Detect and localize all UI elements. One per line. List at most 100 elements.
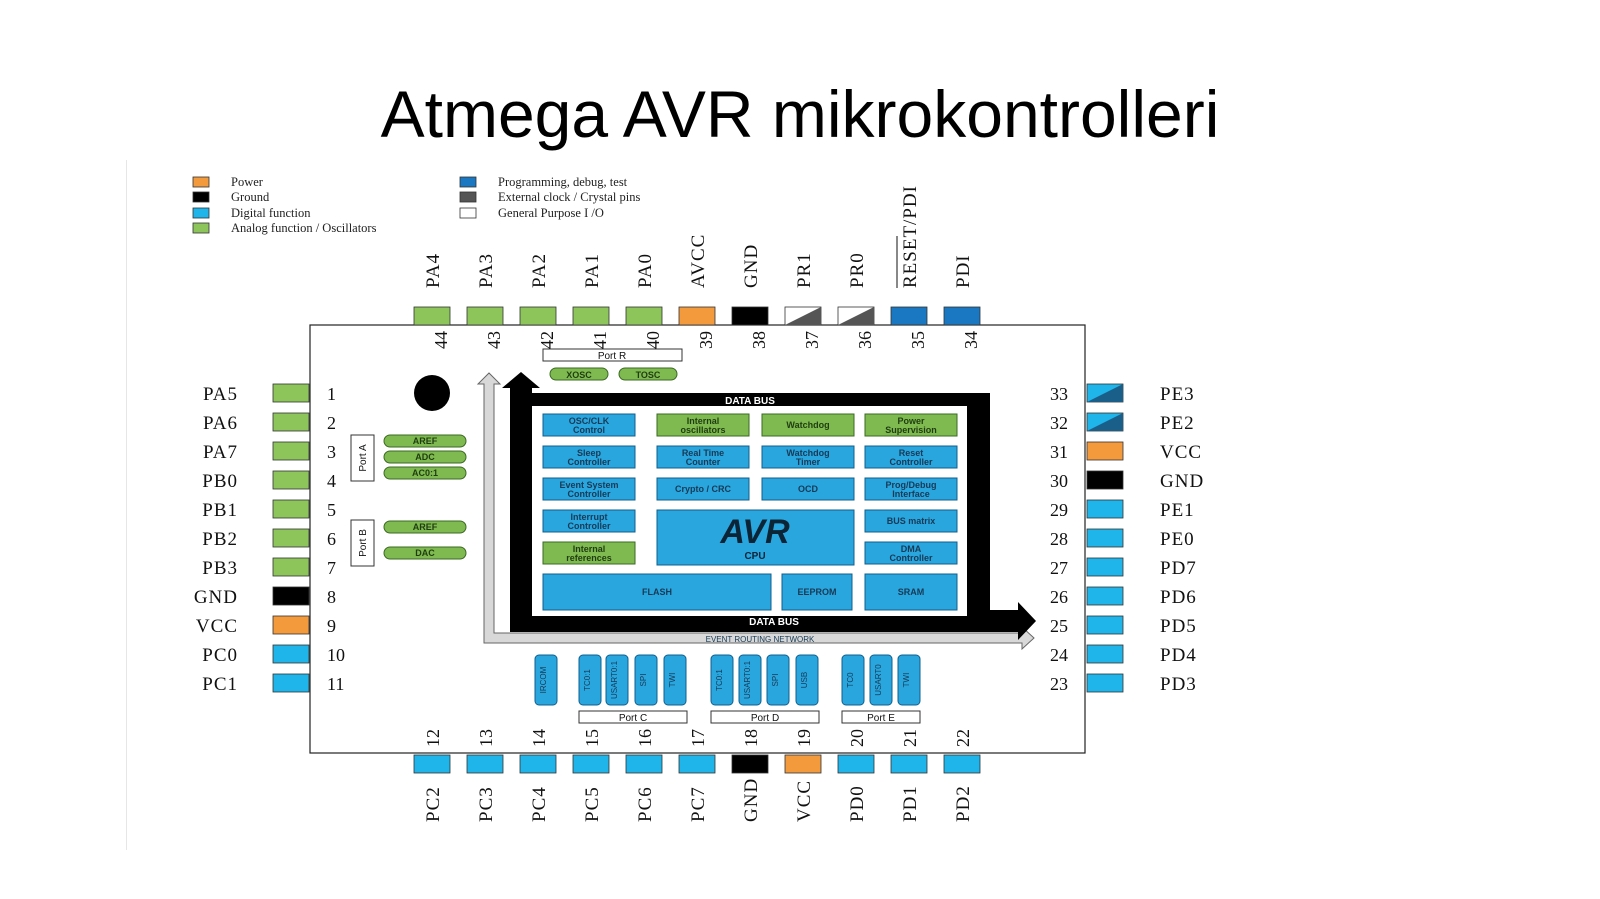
block-xosc xyxy=(549,367,609,381)
port-r-label: Port R xyxy=(598,351,626,362)
periph-d-2 xyxy=(766,654,790,706)
legend-label-clock: External clock / Crystal pins xyxy=(498,190,640,204)
legend-label-digital: Digital function xyxy=(231,206,311,220)
pin-top-35 xyxy=(890,306,928,326)
block-row1-3-label-1: Power xyxy=(897,416,925,426)
pin-name-3: PA7 xyxy=(203,442,238,463)
pin-name-7: PB3 xyxy=(202,558,238,579)
pin-name-31: VCC xyxy=(1160,442,1202,463)
periph-e-2-label: TWI xyxy=(902,673,911,688)
pin-left-7 xyxy=(272,557,310,577)
block-row3-3 xyxy=(864,477,958,501)
pin-num-42: 42 xyxy=(537,331,557,349)
pin-top-43 xyxy=(466,306,504,326)
pin-num-33: 33 xyxy=(1050,384,1068,404)
periph-c-4-label: TWI xyxy=(668,673,677,688)
pin-num-43: 43 xyxy=(484,331,504,349)
pin-num-38: 38 xyxy=(749,331,769,349)
pin-name-2: PA6 xyxy=(203,413,238,434)
pin-name-34: PDI xyxy=(953,254,974,288)
legend-swatch-ground xyxy=(192,191,210,203)
pin-name-18: GND xyxy=(741,778,762,822)
pin-num-11: 11 xyxy=(327,674,344,694)
block-row1-2 xyxy=(761,413,855,437)
pin-bottom-16 xyxy=(625,754,663,774)
pin-name-35: RESET/PDI xyxy=(900,185,921,288)
periph-c-0-label: IRCOM xyxy=(539,666,548,693)
pin-num-18: 18 xyxy=(741,729,761,747)
block-row2-3-label-2: Controller xyxy=(889,457,932,467)
periph-c-3-label: SPI xyxy=(639,674,648,687)
legend-swatch-prog xyxy=(459,176,477,188)
block-row2-1-label-1: Real Time xyxy=(682,448,724,458)
block-row3-0-label-2: Controller xyxy=(567,489,610,499)
block-row3-0 xyxy=(542,477,636,501)
pin-num-16: 16 xyxy=(635,729,655,747)
pin-name-15: PC5 xyxy=(582,786,603,822)
block-row1-0 xyxy=(542,413,636,437)
block-row1-0-label-2: Control xyxy=(573,425,605,435)
block-row2-3 xyxy=(864,445,958,469)
periph-c-4 xyxy=(663,654,687,706)
block-row2-2-label-2: Timer xyxy=(796,457,821,467)
pin-num-13: 13 xyxy=(476,729,496,747)
pin-num-15: 15 xyxy=(582,729,602,747)
pin-num-17: 17 xyxy=(688,729,708,747)
pin-num-39: 39 xyxy=(696,331,716,349)
block-internal-ref xyxy=(542,541,636,565)
port-a-block-1 xyxy=(383,450,467,464)
block-row2-3-label-1: Reset xyxy=(899,448,924,458)
block-flash xyxy=(542,573,772,611)
pin-top-38 xyxy=(731,306,769,326)
pin-top-44 xyxy=(413,306,451,326)
pin-right-31 xyxy=(1086,441,1124,461)
pin-bottom-17 xyxy=(678,754,716,774)
pin-top-37-diag xyxy=(785,307,821,325)
port-a-block-0 xyxy=(383,434,467,448)
pin-bottom-22 xyxy=(943,754,981,774)
pin-name-1: PA5 xyxy=(203,384,238,405)
block-bus-matrix xyxy=(864,509,958,533)
pin-num-22: 22 xyxy=(953,729,973,747)
pin-name-29: PE1 xyxy=(1160,500,1195,521)
port-d-label: Port D xyxy=(751,713,779,724)
pin-bottom-12 xyxy=(413,754,451,774)
pin-left-4 xyxy=(272,470,310,490)
block-eeprom xyxy=(781,573,853,611)
block-row2-1-label-2: Counter xyxy=(686,457,721,467)
port-e-box xyxy=(841,710,921,724)
pin-name-10: PC0 xyxy=(202,645,238,666)
pin-num-35: 35 xyxy=(908,331,928,349)
pin-name-20: PD0 xyxy=(847,785,868,822)
block-dma xyxy=(864,541,958,565)
block-interrupt-label-1: Interrupt xyxy=(571,512,608,522)
periph-d-0 xyxy=(710,654,734,706)
port-b-box xyxy=(350,519,375,567)
port-a-block-2-label: AC0:1 xyxy=(412,468,438,478)
pin-right-32-diag xyxy=(1087,413,1123,431)
block-row1-1-label-1: Internal xyxy=(687,416,720,426)
legend-swatch-analog xyxy=(192,222,210,234)
data-bus-label-top: DATA BUS xyxy=(725,396,775,407)
pin-num-32: 32 xyxy=(1050,413,1068,433)
pin-name-28: PE0 xyxy=(1160,529,1195,550)
block-row2-2-label-1: Watchdog xyxy=(786,448,829,458)
port-a-block-2 xyxy=(383,466,467,480)
pin-right-27 xyxy=(1086,557,1124,577)
pin-num-2: 2 xyxy=(327,413,336,433)
pin-name-36: PR0 xyxy=(847,252,868,288)
pin-num-6: 6 xyxy=(327,529,336,549)
data-bus-label-bottom: DATA BUS xyxy=(749,617,799,628)
pin-name-39: AVCC xyxy=(688,234,709,288)
pin-left-1 xyxy=(272,383,310,403)
pin-num-26: 26 xyxy=(1050,587,1068,607)
pin-left-9 xyxy=(272,615,310,635)
pins: PA444PA343PA242PA141PA040AVCC39GND38PR13… xyxy=(194,185,1203,822)
pin-bottom-15 xyxy=(572,754,610,774)
pin-left-3 xyxy=(272,441,310,461)
pin1-marker-dot xyxy=(414,375,450,411)
pin-num-24: 24 xyxy=(1050,645,1068,665)
pin-left-2 xyxy=(272,412,310,432)
pin-name-6: PB2 xyxy=(202,529,238,550)
